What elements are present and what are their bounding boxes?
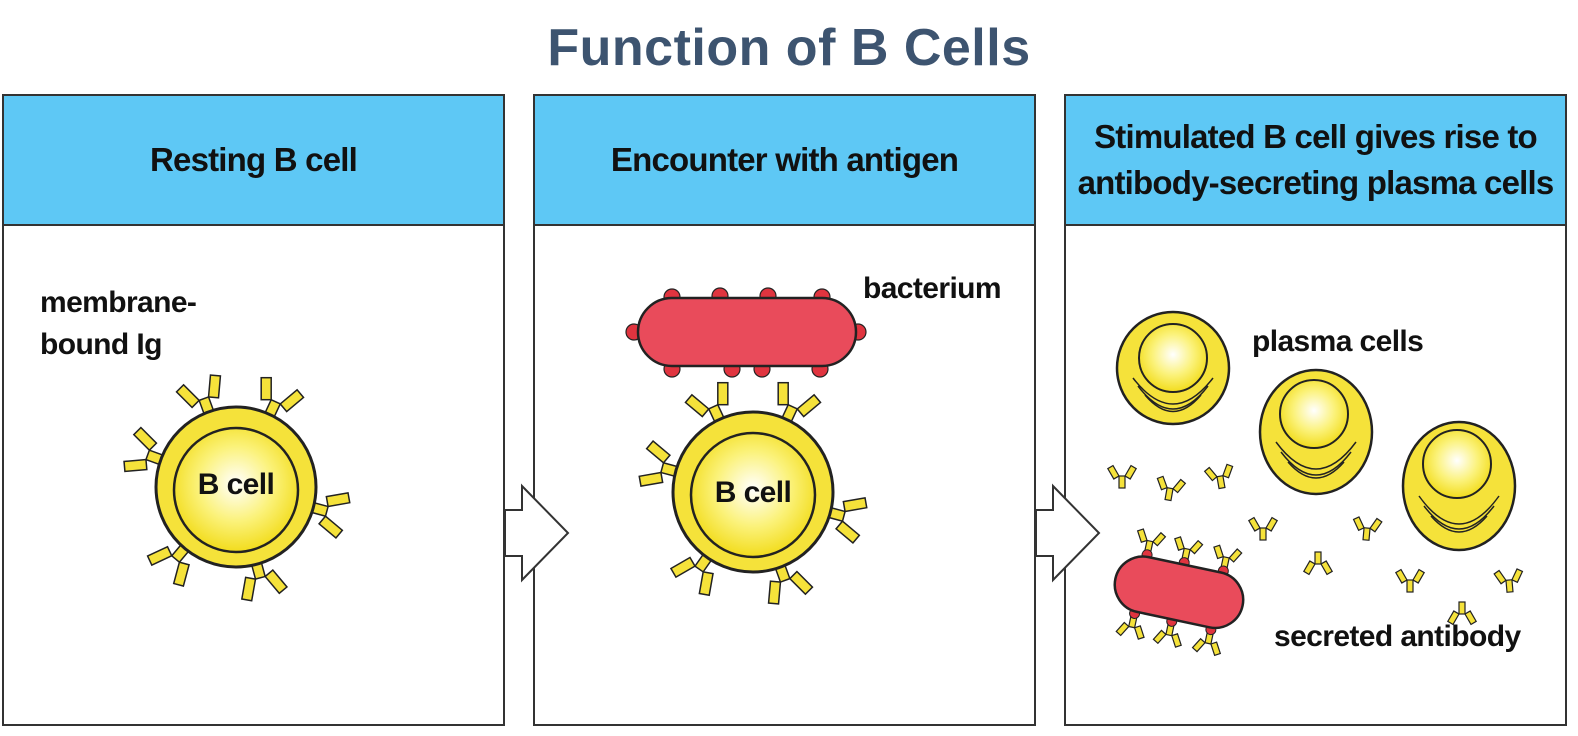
panel-heading: Encounter with antigen [610,141,959,178]
label-b-cell: B cell [197,468,275,501]
panel-header: Resting B cell [4,96,503,226]
plasma-cell-icon [1115,310,1231,426]
arrow-right-icon [1035,483,1101,583]
plasma-cell-icon [1401,420,1517,552]
plasma-cell-icon [1258,368,1374,496]
panel-header: Encounter with antigen [535,96,1034,226]
panel-heading: Stimulated B cell gives rise to antibody… [1077,118,1555,201]
label-membrane-bound-ig: membrane- bound Ig [40,286,197,361]
page-title: Function of B Cells [547,19,1031,77]
label-bacterium: bacterium [863,272,1002,305]
b-cell-icon [636,378,870,608]
label-plasma-cells: plasma cells [1252,325,1424,358]
b-cell-icon [120,371,353,604]
panel-heading: Resting B cell [149,141,358,178]
label-secreted-antibody: secreted antibody [1274,620,1521,653]
bacterium-icon [1113,527,1245,658]
panel-encounter-antigen: Encounter with antigen [533,94,1036,726]
arrow-right-icon [504,483,570,583]
label-b-cell: B cell [714,476,792,509]
bacterium-icon [625,287,867,378]
panel-header: Stimulated B cell gives rise to antibody… [1066,96,1565,226]
